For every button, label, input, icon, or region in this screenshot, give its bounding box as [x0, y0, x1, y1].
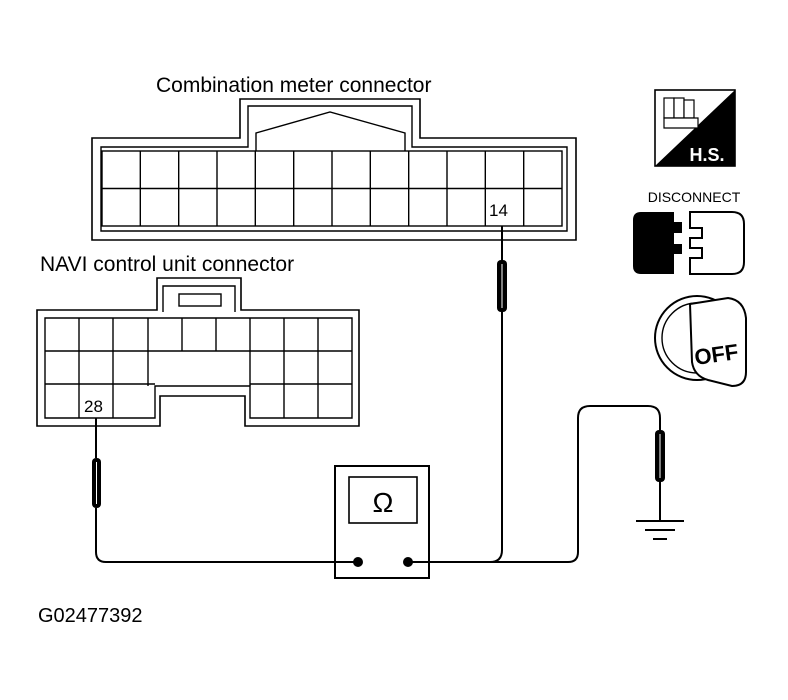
probe-pin-14 [408, 226, 507, 563]
ignition-off-text: OFF [693, 339, 740, 370]
harness-side-text: H.S. [689, 145, 724, 165]
ignition-key-icon: OFF [654, 295, 747, 388]
ohm-symbol: Ω [373, 487, 394, 518]
harness-side-icon: H.S. [654, 89, 736, 167]
ohmmeter-terminal-right [403, 557, 413, 567]
ground-symbol-icon [636, 520, 684, 540]
ohmmeter-terminal-left [353, 557, 363, 567]
figure-id: G02477392 [38, 605, 143, 627]
disconnect-text: DISCONNECT [648, 189, 741, 205]
combination-meter-connector: 14 [91, 98, 577, 241]
pin-14-label: 14 [489, 201, 508, 220]
navi-control-unit-connector: 28 [36, 277, 360, 427]
hand-probe-icon [663, 97, 699, 129]
navi-control-unit-connector-label: NAVI control unit connector [40, 253, 294, 276]
pin-28-label: 28 [84, 397, 103, 416]
ohmmeter: Ω [334, 465, 430, 579]
ground-probe [490, 405, 665, 563]
probe-pin-28 [92, 418, 358, 563]
combination-meter-connector-label: Combination meter connector [156, 74, 431, 97]
disconnect-icon: DISCONNECT [633, 189, 745, 275]
